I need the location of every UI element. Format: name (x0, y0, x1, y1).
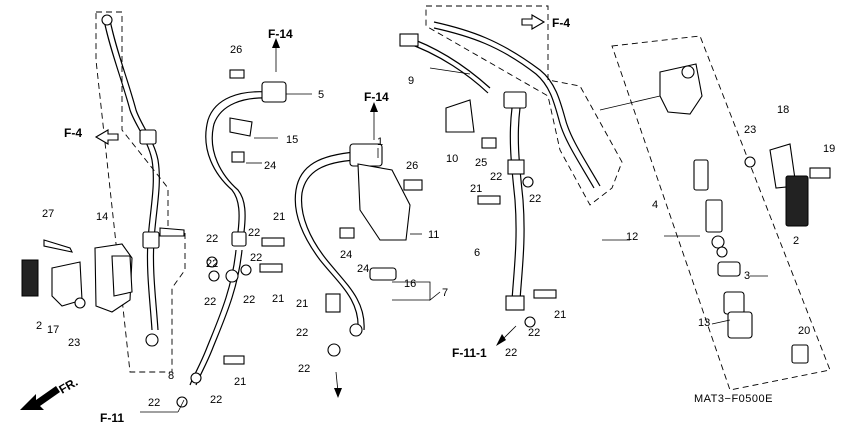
callout: 7 (442, 287, 448, 299)
center-left-fasteners (176, 69, 285, 408)
right-hose-upper (399, 21, 601, 189)
callout: 11 (428, 229, 439, 241)
diagram-code: MAT3−F0500E (694, 393, 773, 405)
front-arrow (20, 386, 60, 410)
callout: 16 (404, 278, 416, 290)
right-group-outline (425, 5, 623, 206)
callout: 12 (626, 231, 638, 243)
callout: 22 (298, 363, 310, 375)
callout: 22 (210, 394, 222, 406)
callout: 26 (230, 44, 242, 56)
callout: 8 (168, 370, 174, 382)
callout: 24 (340, 249, 352, 261)
callout: 21 (296, 298, 308, 310)
callout: 22 (243, 294, 255, 306)
callout: 18 (777, 104, 789, 116)
callout: 22 (204, 296, 216, 308)
callout: 22 (148, 397, 160, 409)
callout: 3 (744, 270, 750, 282)
center-hose (294, 143, 423, 357)
master-cylinder-parts (659, 63, 831, 364)
callout: 22 (296, 327, 308, 339)
callout: 21 (470, 183, 482, 195)
left-group-outline (95, 11, 186, 373)
callout: 22 (206, 233, 218, 245)
callout: 14 (96, 211, 108, 223)
callout: 22 (528, 327, 540, 339)
callout: 26 (406, 160, 418, 172)
callout: 22 (248, 227, 260, 239)
right-hose-lower (477, 107, 557, 328)
ref-label-f11: F-11 (100, 411, 124, 425)
callout: 2 (36, 320, 42, 332)
callout-numbers: 2 2 3 4 5 6 7 8 9 10 11 12 13 14 15 16 1… (36, 44, 835, 409)
front-label: FR. (57, 375, 81, 397)
master-cylinder-panel (611, 35, 831, 391)
callout: 5 (318, 89, 324, 101)
ref-label-f4-right: F-4 (552, 16, 570, 30)
callout: 4 (652, 199, 658, 211)
callout: 6 (474, 247, 480, 259)
callout: 10 (446, 153, 458, 165)
callout: 22 (490, 171, 502, 183)
callout: 23 (744, 124, 756, 136)
callout: 13 (698, 317, 710, 329)
callout: 22 (206, 258, 218, 270)
ref-label-f4-left: F-4 (64, 126, 82, 140)
callout: 1 (377, 136, 383, 148)
callout: 24 (357, 263, 369, 275)
callout: 22 (250, 252, 262, 264)
callout: 19 (823, 143, 835, 155)
callout: 21 (272, 293, 284, 305)
callout: 21 (273, 211, 285, 223)
callout: 27 (42, 208, 54, 220)
left-long-hose (101, 14, 160, 347)
ref-label-f11-1: F-11-1 (452, 346, 487, 360)
callout: 21 (234, 376, 246, 388)
callout: 17 (47, 324, 59, 336)
callout: 25 (475, 157, 487, 169)
callout: 15 (286, 134, 298, 146)
center-left-hose (189, 81, 287, 386)
callout: 24 (264, 160, 276, 172)
left-bracket-assembly (21, 227, 185, 313)
callout: 20 (798, 325, 810, 337)
callout: 9 (408, 75, 414, 87)
callout: 21 (554, 309, 566, 321)
ref-arrows (20, 14, 546, 413)
callout: 2 (793, 235, 799, 247)
callout: 22 (505, 347, 517, 359)
ref-label-f14-left: F-14 (268, 27, 293, 41)
leader-lines (246, 67, 768, 325)
callout: 23 (68, 337, 80, 349)
callout: 22 (529, 193, 541, 205)
ref-label-f14-center: F-14 (364, 90, 389, 104)
